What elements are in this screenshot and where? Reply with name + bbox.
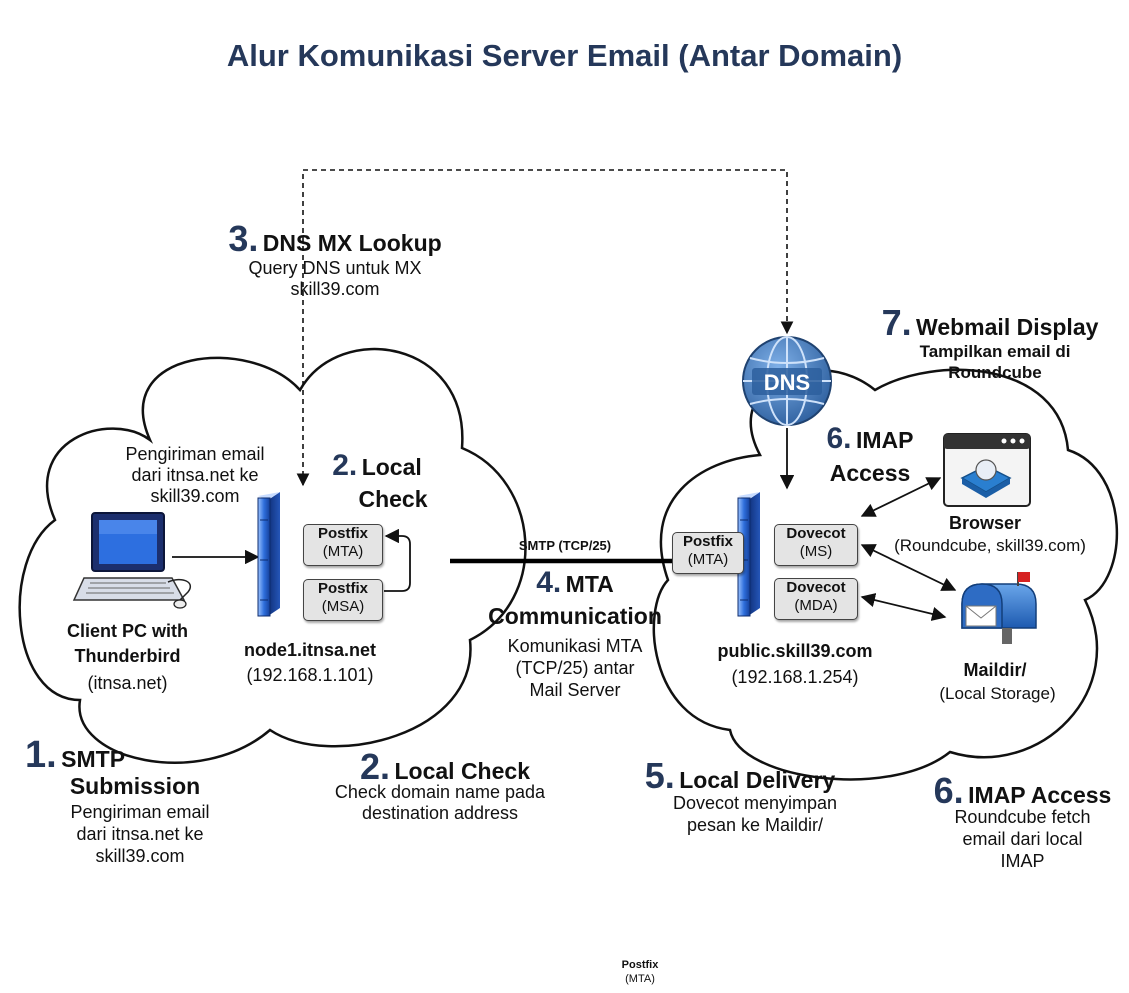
step-3-desc-1: Query DNS untuk MX [248,258,422,278]
step-2-cloud-heading: 2. Local [312,449,442,485]
left-cloud-note-2: dari itnsa.net ke [131,465,259,485]
step-6-desc-2: email dari local [962,829,1083,849]
left-cloud-note-1: Pengiriman email [125,444,265,464]
right-server-name: public.skill39.com [717,641,873,661]
client-label-1: Client PC with [67,621,188,641]
footer-postfix-name: Postfix [621,959,659,971]
step-2-title: Local Check [394,758,530,784]
step-2-cloud-title-1: Local [361,454,422,480]
step-1-heading: 1. SMTP [25,735,195,783]
step-1-desc-2: dari itnsa.net ke [76,824,204,844]
dns-label: DNS [764,370,810,395]
dovecot-mda-role: (MDA) [794,597,838,614]
postfix-mta-box-right: Postfix (MTA) [672,532,744,574]
left-server-ip: (192.168.1.101) [246,665,374,685]
step-4-desc-2: (TCP/25) antar [515,658,635,678]
maildir-label: Maildir/ [963,660,1027,680]
step-6-desc-3: IMAP [1000,851,1045,871]
client-label-3: (itnsa.net) [87,673,168,693]
local-check-loop-arrow [384,528,411,592]
step-2-heading: 2. Local Check [315,746,575,788]
step-7-title: Webmail Display [916,314,1099,340]
step-4-title-2: Communication [488,603,662,629]
step-6-cloud-heading: 6. IMAP [815,424,925,459]
browser-detail: (Roundcube, skill39.com) [894,536,1086,555]
step-6-cloud-title-2: Access [829,460,911,486]
step-4-heading: 4. MTA [480,568,670,603]
step-1-desc-3: skill39.com [95,846,185,866]
step-5-desc-1: Dovecot menyimpan [672,793,838,813]
step-6-heading: 6. IMAP Access [915,770,1129,812]
postfix-mta-left-role: (MTA) [322,543,364,560]
step-3-number: 3. [228,218,259,259]
dovecot-mda-name: Dovecot [786,579,846,596]
step-2-desc-2: destination address [361,803,519,823]
postfix-mta-left-name: Postfix [317,525,368,542]
step-6-cloud-title-1: IMAP [855,427,914,453]
step-2-desc-1: Check domain name pada [334,782,546,802]
step-3-title: DNS MX Lookup [262,230,442,256]
step-4-desc-3: Mail Server [529,680,621,700]
step-3-desc-2: skill39.com [290,279,380,299]
maildir-detail: (Local Storage) [939,684,1056,703]
step-6-desc-1: Roundcube fetch [954,807,1091,827]
step-6-cloud-number: 6. [826,422,852,455]
step-1-title-1: SMTP [61,746,126,772]
step-4-title-1: MTA [565,571,614,597]
footer-postfix-role: (MTA) [625,973,655,985]
step-7-number: 7. [881,302,912,343]
ms-browser-arrow [860,477,942,517]
step-3-heading: 3. DNS MX Lookup [190,218,480,260]
dovecot-ms-box: Dovecot (MS) [774,524,858,566]
step-1-number: 1. [25,734,57,776]
postfix-msa-box: Postfix (MSA) [303,579,383,621]
step-6-number: 6. [933,770,964,811]
mailbox-icon [961,572,1037,644]
step-2-cloud-number: 2. [332,449,358,482]
step-7-heading: 7. Webmail Display [870,302,1110,344]
step-5-desc-2: pesan ke Maildir/ [686,815,824,835]
client-pc-icon [72,512,191,609]
right-server-icon [737,492,760,617]
left-server-icon [257,492,280,617]
step-1-desc-1: Pengiriman email [70,802,210,822]
right-server-ip: (192.168.1.254) [731,667,859,687]
left-cloud-note-3: skill39.com [150,486,240,506]
step-4-desc-1: Komunikasi MTA [507,636,643,656]
ms-maildir-arrow [860,544,957,591]
step-2-number: 2. [360,746,391,787]
dns-lookup-path [296,169,794,487]
step-7-desc-1: Tampilkan email di [919,342,1071,361]
page-title: Alur Komunikasi Server Email (Antar Doma… [226,38,903,73]
postfix-mta-right-role: (MTA) [687,551,729,568]
step-4-number: 4. [536,566,562,599]
dovecot-ms-name: Dovecot [786,525,846,542]
step-2-cloud-title-2: Check [358,486,428,512]
client-label-2: Thunderbird [74,646,181,666]
postfix-msa-role: (MSA) [321,598,365,615]
step-5-title: Local Delivery [679,767,836,793]
smtp-link-label: SMTP (TCP/25) [518,538,612,553]
left-server-name: node1.itnsa.net [243,640,377,660]
postfix-mta-box-left: Postfix (MTA) [303,524,383,566]
postfix-msa-name: Postfix [317,580,368,597]
step-6-title: IMAP Access [968,782,1112,808]
mda-maildir-arrow [860,593,947,621]
dovecot-ms-role: (MS) [799,543,833,560]
postfix-mta-right-name: Postfix [682,533,733,550]
dovecot-mda-box: Dovecot (MDA) [774,578,858,620]
step-7-desc-2: Roundcube [948,363,1042,382]
step-1-title-2: Submission [69,773,201,799]
browser-icon [943,433,1031,507]
step-5-heading: 5. Local Delivery [615,755,865,797]
browser-label: Browser [948,513,1022,533]
step-5-number: 5. [644,755,675,796]
dns-globe-icon: DNS [742,336,832,426]
